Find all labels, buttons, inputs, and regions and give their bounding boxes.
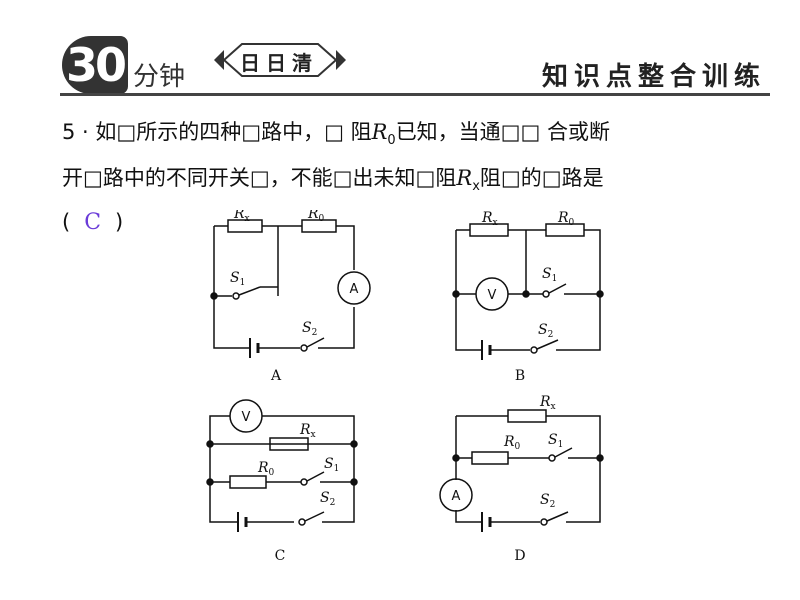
s1-label-d: S1 — [548, 432, 563, 450]
ammeter-a — [337, 271, 371, 305]
voltmeter-b — [475, 277, 509, 311]
s1-label-b: S1 — [542, 266, 557, 284]
question-text-1b: 已知，当通□□ 合或断 — [395, 120, 611, 144]
r0-symbol: R — [371, 120, 388, 144]
rx-resistor-b — [469, 223, 509, 237]
question-text-2a: 开□路中的不同开关□，不能□出未知□阻 — [62, 166, 457, 190]
s2-label-b: S2 — [538, 322, 553, 340]
ammeter-d — [439, 478, 473, 512]
meter-label-a: A — [350, 282, 359, 297]
rx-resistor-d — [507, 409, 547, 423]
s2-label-a: S2 — [302, 320, 317, 338]
paren-close: ) — [115, 210, 124, 234]
question-line-2: 开□路中的不同开关□，不能□出未知□阻Rx阻□的□路是 — [62, 162, 604, 194]
r0-resistor-b — [545, 223, 585, 237]
figure-label-b: B — [515, 368, 525, 384]
minutes-unit: 分钟 — [133, 62, 186, 92]
r0-resistor-d — [471, 451, 509, 465]
s2-label-c: S2 — [320, 490, 335, 508]
meter-label-b: V — [488, 288, 497, 303]
r0-label-b: R0 — [557, 210, 575, 228]
r0-resistor-c — [229, 475, 267, 489]
question-text-1a: 5 · 如□所示的四种□路中，□ 阻 — [62, 120, 372, 144]
circuit-a — [210, 219, 371, 358]
question-line-1: 5 · 如□所示的四种□路中，□ 阻R0已知，当通□□ 合或断 — [62, 116, 610, 148]
header-rule — [60, 93, 770, 96]
minutes-badge: 30 — [62, 36, 128, 94]
section-title: 知识点整合训练 — [541, 62, 766, 92]
rx-label-b: Rx — [481, 210, 498, 228]
circuit-diagrams: Rx R0 S1 S2 A A Rx R0 S1 S2 V B Rx R0 S1… — [206, 210, 604, 564]
answer-choice: C — [84, 210, 102, 235]
rx-label-c: Rx — [299, 422, 316, 440]
s1-label-c: S1 — [324, 456, 339, 474]
r0-resistor-a — [301, 219, 337, 233]
paren-open: ( — [62, 210, 71, 234]
r0-label-d: R0 — [503, 434, 521, 452]
daily-tag-shape — [214, 43, 346, 77]
r0-label-c: R0 — [257, 460, 275, 478]
meter-label-c: V — [242, 410, 251, 425]
s2-label-d: S2 — [540, 492, 555, 510]
r0-label-a: R0 — [307, 210, 325, 224]
daily-tag-text: 日日清 — [240, 51, 318, 75]
figure-label-d: D — [514, 548, 525, 564]
answer-line: ( C) — [62, 210, 123, 235]
rx-label-d: Rx — [539, 394, 556, 412]
rx-resistor-a — [227, 219, 263, 233]
rx-subscript: x — [472, 179, 480, 194]
r0-subscript: 0 — [387, 133, 396, 148]
meter-label-d: A — [452, 489, 461, 504]
figure-label-a: A — [270, 368, 282, 384]
rx-symbol: R — [456, 166, 473, 190]
question-text-2b: 阻□的□路是 — [479, 166, 604, 190]
circuit-d — [439, 409, 604, 532]
page-header: 30 分钟 日日清 知识点整合训练 — [0, 0, 800, 100]
s1-label-a: S1 — [230, 270, 245, 288]
figure-label-c: C — [275, 548, 286, 564]
rx-resistor-c — [269, 437, 309, 451]
circuit-c — [206, 399, 358, 532]
rx-label-a: Rx — [233, 210, 250, 224]
circuit-b — [452, 223, 604, 360]
